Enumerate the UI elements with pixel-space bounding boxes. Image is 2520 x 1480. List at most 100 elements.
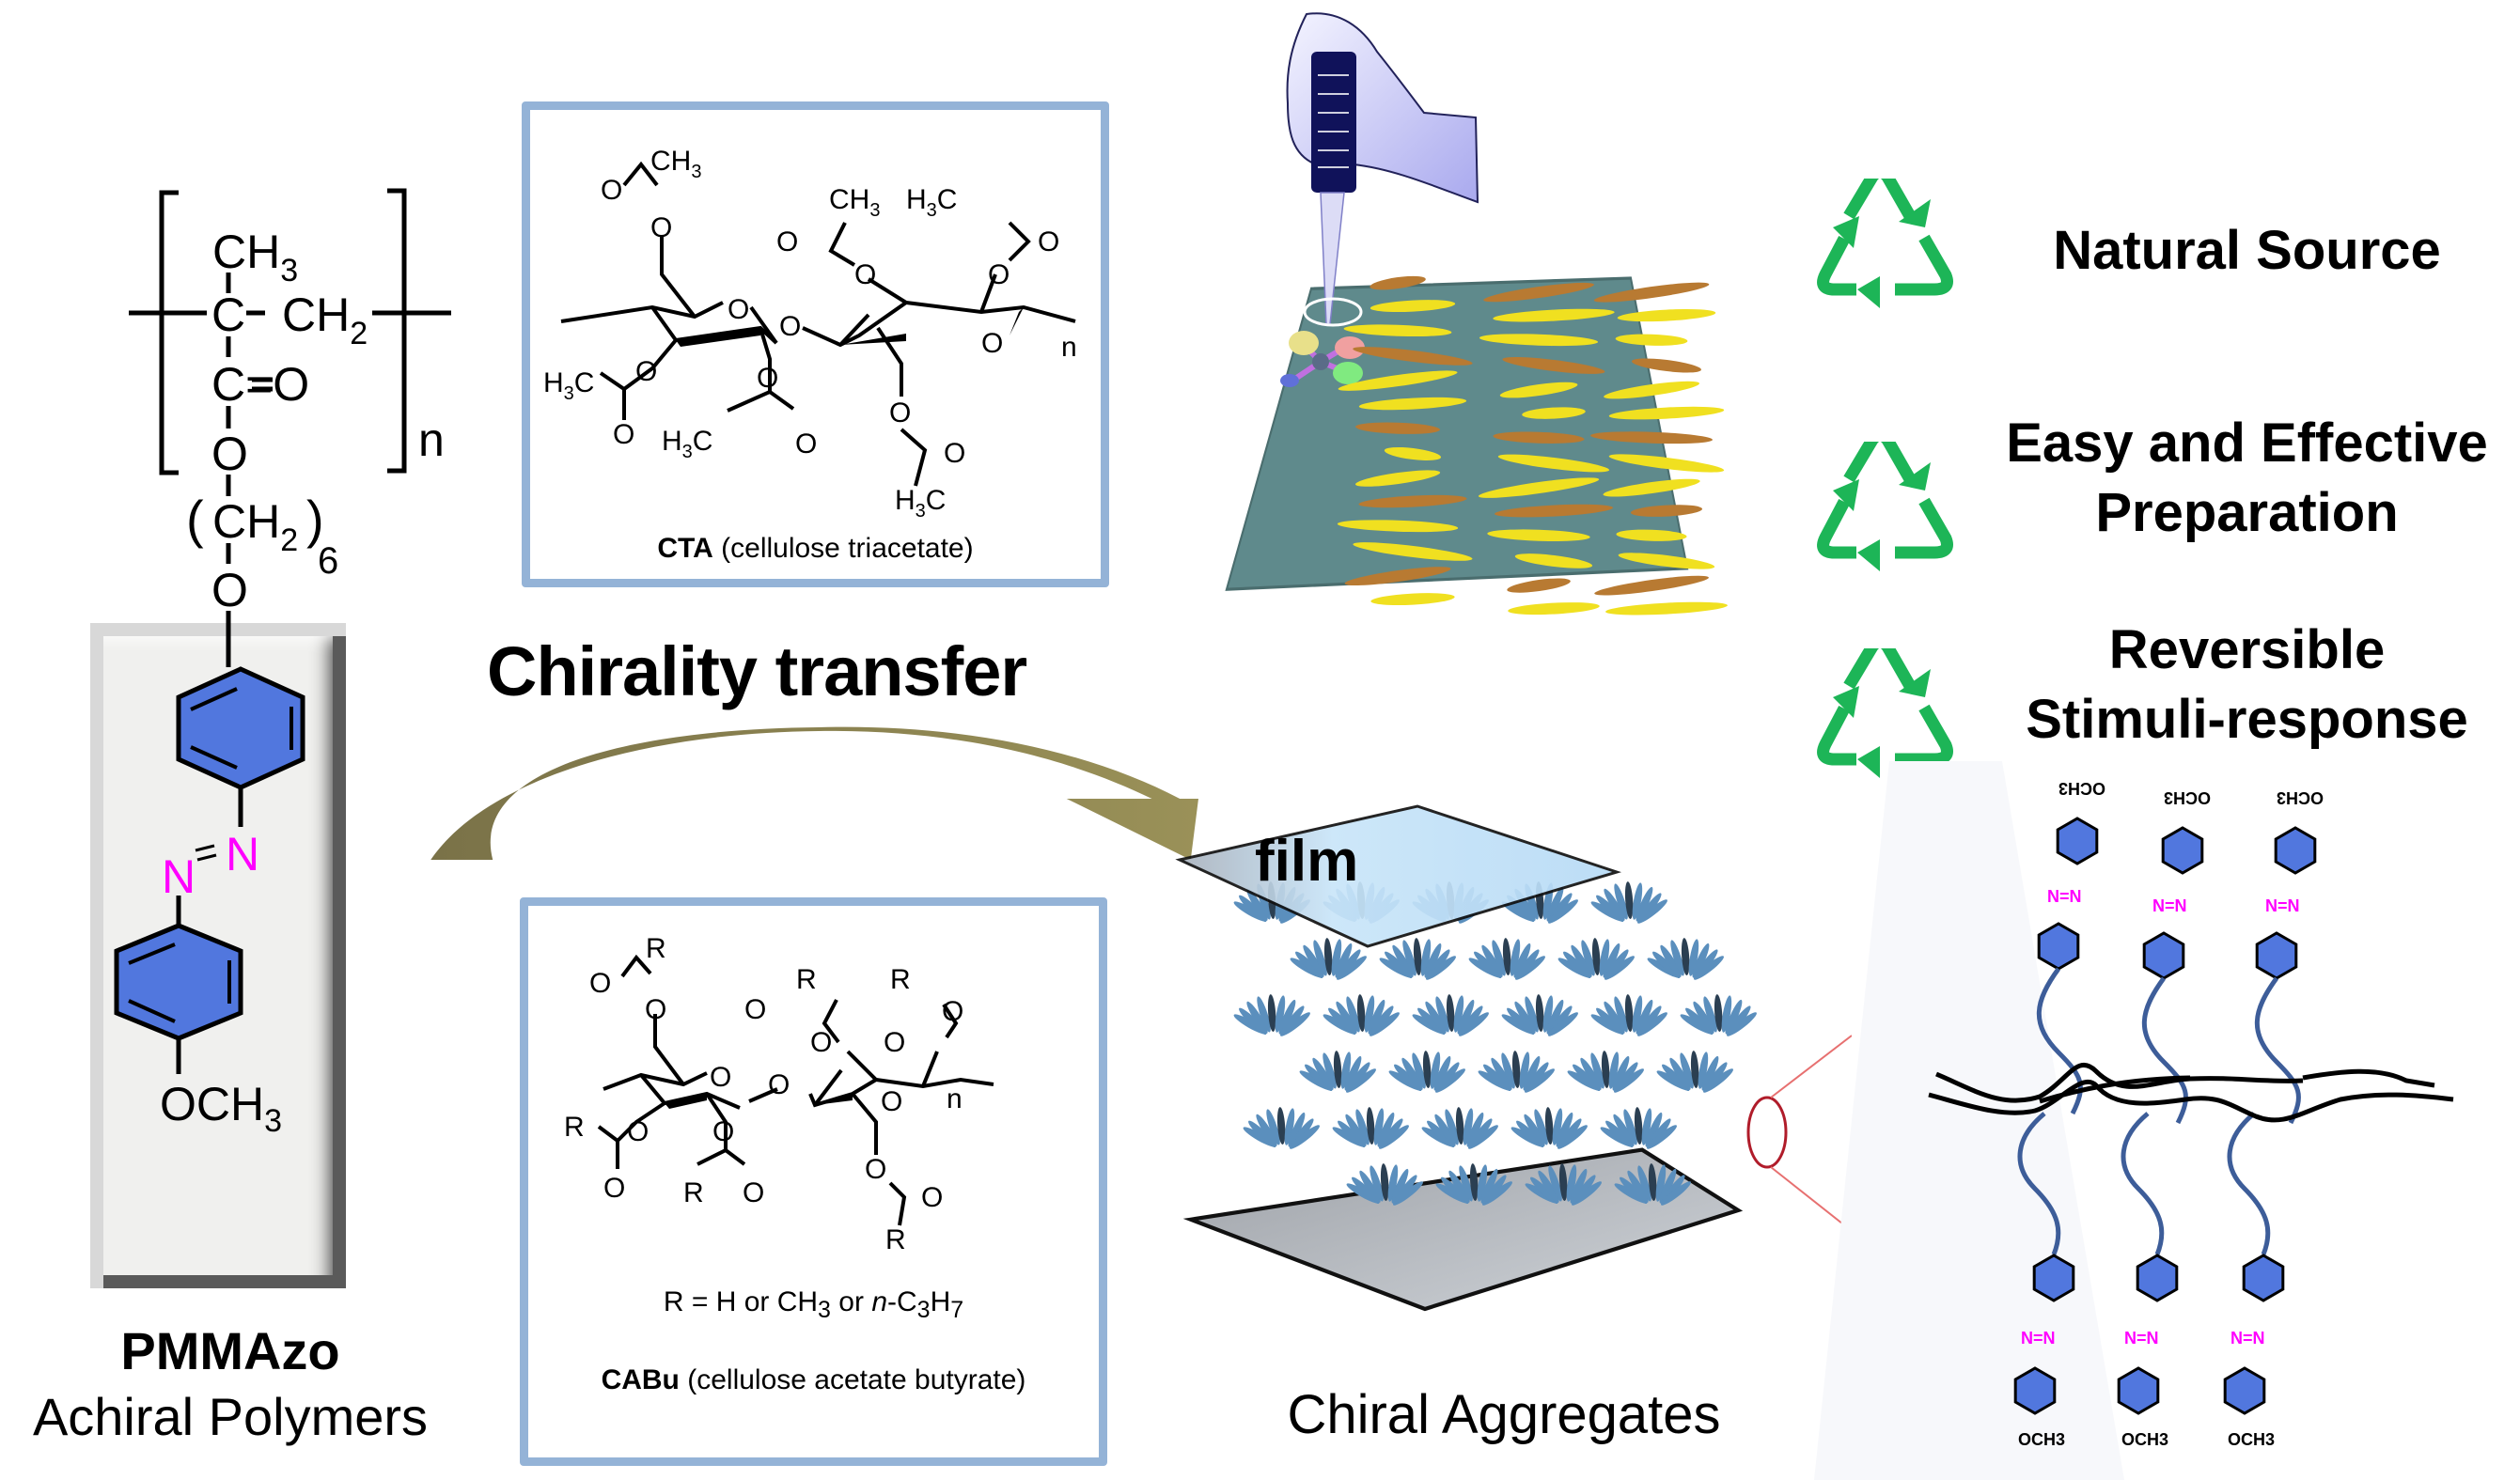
cta-o-7: O — [635, 356, 657, 387]
helix-base — [1502, 357, 1605, 374]
helix-base — [1337, 520, 1459, 533]
aggregate-mesogen — [1346, 996, 1360, 1033]
top-azo-label: N=N — [2047, 887, 2082, 906]
aggregate-mesogen — [1356, 994, 1366, 1032]
helix-base — [1343, 324, 1452, 337]
aggregate-mesogen — [1558, 1163, 1568, 1201]
cabu-o-2: O — [645, 994, 666, 1025]
benzene-ring-upper — [176, 666, 305, 790]
aggregate-mesogen — [1257, 996, 1271, 1033]
aggregate-mesogen — [1680, 1052, 1694, 1089]
bottom-benzene-outer — [2117, 1366, 2160, 1415]
bottom-benzene-inner — [2136, 1254, 2179, 1302]
aggregate-mesogen — [1632, 995, 1643, 1033]
aggregate-mesogen — [1469, 1163, 1479, 1201]
aggregate-mesogen — [1290, 1125, 1320, 1149]
aggregate-mesogen — [1516, 1120, 1544, 1147]
helix-base — [1353, 347, 1473, 366]
aggregate-mesogen — [1459, 1165, 1473, 1202]
bottom-spacer — [2227, 1112, 2271, 1255]
ether-oxygen-label: O — [211, 564, 248, 616]
aggregate-mesogen — [1714, 994, 1723, 1032]
cta-o-10: O — [613, 419, 634, 450]
aggregate-mesogen — [1387, 1164, 1399, 1202]
aggregate-mesogen — [1599, 939, 1610, 976]
aggregate-mesogen — [1393, 1181, 1423, 1206]
aggregate-mesogen — [1563, 951, 1591, 978]
aggregate-mesogen — [1580, 1057, 1602, 1090]
helix-assemblies — [1337, 275, 1728, 615]
aggregate-mesogen — [1303, 944, 1324, 977]
aggregate-mesogen — [1480, 1168, 1498, 1204]
recycle-icon — [1817, 428, 1953, 571]
aggregate-mesogen — [1530, 1176, 1558, 1204]
aggregate-mesogen — [1385, 951, 1413, 978]
helix-base — [1618, 553, 1715, 569]
polymer-chain-schematic: OCH3N=NOCH3N=NOCH3N=NN=NOCH3N=NOCH3N=NOC… — [1814, 761, 2454, 1480]
aggregate-mesogen — [1417, 1007, 1446, 1035]
bottom-film-plate — [1182, 1147, 1744, 1312]
aggregate-mesogen — [1636, 886, 1653, 922]
helix-base — [1594, 575, 1709, 596]
aggregate-mesogen — [1507, 1007, 1535, 1035]
cta-h3c-2: H3C — [543, 367, 594, 404]
aggregate-mesogen — [1692, 943, 1710, 978]
aggregate-mesogen — [1632, 882, 1643, 920]
helix-base — [1370, 593, 1455, 606]
cta-o-4: O — [1038, 226, 1059, 257]
aggregate-mesogen — [1510, 939, 1521, 976]
recycle-icon — [1817, 635, 1953, 778]
aggregate-mesogen — [1305, 1064, 1333, 1091]
cabu-r-definition: R = H or CH3 or n-C3H7 — [663, 1286, 964, 1323]
cta-structure: CH3 O O CH3 H3C O O O O O O O n O O H3C … — [543, 146, 1077, 522]
aggregate-mesogen — [1637, 899, 1667, 924]
aggregate-mesogen — [1482, 1181, 1512, 1206]
cta-o-5: O — [854, 259, 876, 290]
aggregate-mesogen — [1323, 1052, 1337, 1089]
helix-base — [1615, 334, 1688, 346]
top-methoxy-label: OCH3 — [2058, 779, 2105, 798]
helix-base — [1590, 431, 1713, 444]
aggregate-mesogen — [1703, 996, 1717, 1033]
helix-base — [1593, 282, 1710, 303]
aggregate-mesogen — [1427, 1120, 1455, 1147]
aggregate-mesogen — [1463, 1108, 1474, 1145]
bottom-benzene-inner — [2032, 1254, 2075, 1302]
feature-line: Natural Source — [2053, 220, 2441, 281]
aggregate-mesogen — [1246, 888, 1268, 921]
aggregate-mesogen — [1557, 1125, 1588, 1149]
aggregate-mesogen — [1534, 1109, 1548, 1145]
cta-ch3-1: CH3 — [650, 146, 701, 182]
aggregate-mesogen — [1546, 886, 1564, 922]
helix-base — [1487, 529, 1590, 542]
helix-base — [1479, 334, 1599, 347]
aggregate-mesogen — [1426, 956, 1456, 980]
aggregate-mesogen — [1352, 1176, 1380, 1204]
feature-icon-2 — [1814, 428, 1955, 578]
cabu-r-5: R — [683, 1177, 704, 1208]
helix-base — [1353, 542, 1473, 561]
top-benzene-inner — [2255, 931, 2298, 980]
aggregate-mesogen — [1572, 1181, 1602, 1206]
aggregate-mesogen — [1627, 1170, 1649, 1203]
helix-base — [1338, 370, 1458, 391]
helix-base — [1608, 406, 1725, 420]
helix-base — [1497, 454, 1610, 473]
aggregate-mesogen — [1694, 956, 1724, 980]
aggregate-mesogen — [1239, 1007, 1267, 1035]
spacer-close-paren: ) — [306, 490, 324, 549]
aggregate-mesogen — [1513, 943, 1531, 978]
helix-base — [1608, 454, 1725, 473]
aggregate-mesogen — [1266, 1109, 1280, 1145]
feature-icon-1 — [1814, 165, 1955, 315]
pipette-body — [1311, 52, 1356, 193]
aggregate-mesogen — [1492, 940, 1506, 976]
aggregate-mesogen — [1377, 1112, 1395, 1147]
aggregate-mesogen — [1364, 995, 1375, 1033]
cabu-caption-abbrev: CABu — [601, 1364, 680, 1395]
aggregate-mesogen — [1620, 1176, 1648, 1204]
aggregate-mesogen — [1446, 994, 1455, 1032]
cabu-o-12: O — [921, 1182, 943, 1213]
azo-nitrogen-2: N — [162, 850, 196, 903]
aggregate-mesogen — [1519, 1052, 1530, 1089]
